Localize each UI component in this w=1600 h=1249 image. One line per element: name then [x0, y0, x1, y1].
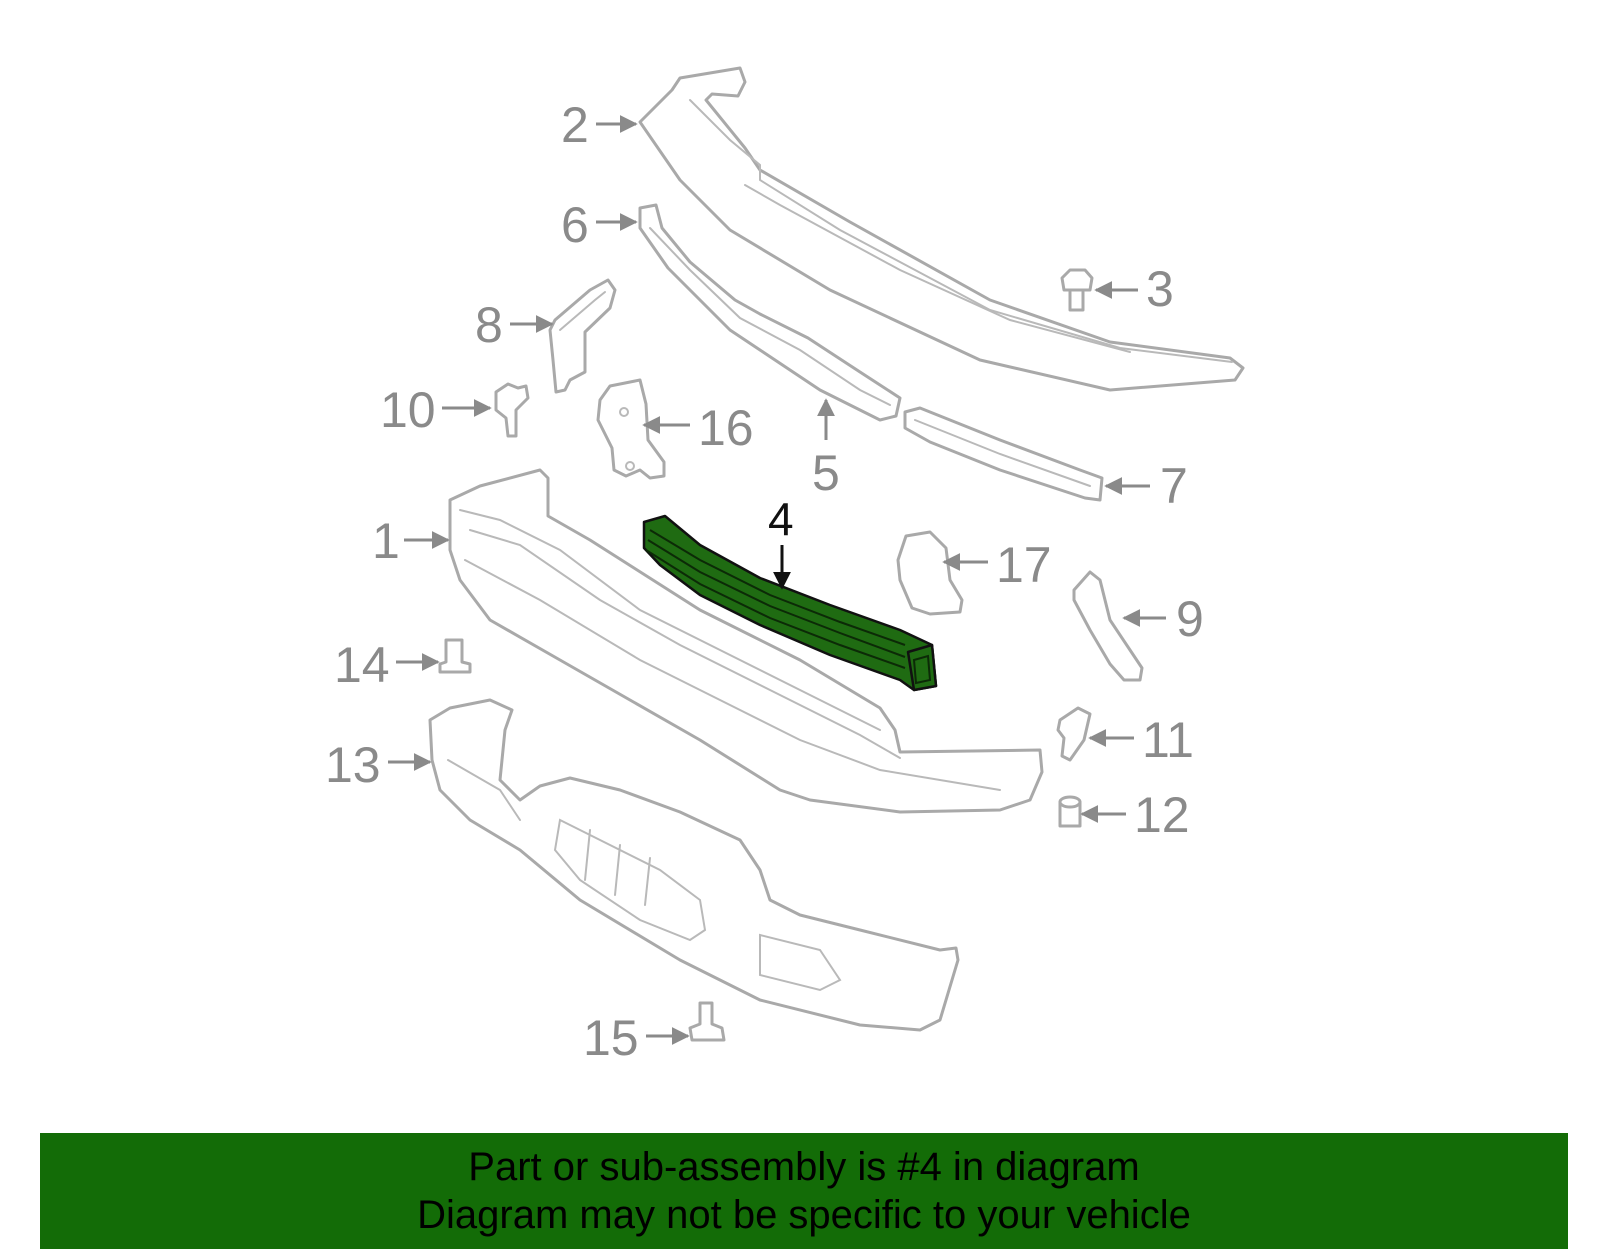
- callout-13: 13: [325, 737, 381, 793]
- part-2-upper-cover: [638, 66, 1245, 392]
- callout-1: 1: [372, 513, 400, 569]
- part-8-bracket: [548, 278, 617, 394]
- callout-2: 2: [561, 97, 589, 153]
- callout-11: 11: [1142, 712, 1194, 768]
- part-5-6-7-grille-reinforcement: [638, 203, 1104, 502]
- callout-5: 5: [812, 445, 840, 501]
- part-12-nut: [1058, 795, 1082, 828]
- part-17-bracket: [896, 530, 964, 616]
- part-14-bolt: [438, 638, 472, 674]
- callout-7: 7: [1160, 458, 1188, 514]
- part-13-valance: [428, 698, 960, 1032]
- callout-12: 12: [1134, 787, 1190, 843]
- banner-line-disclaimer: Diagram may not be specific to your vehi…: [417, 1193, 1191, 1237]
- callouts: 2 6 3 8 10 16 5 7 1 4 17 9 14 11 13 12 1: [325, 97, 1204, 1066]
- part-1-bumper: [448, 468, 1044, 814]
- callout-9: 9: [1176, 591, 1204, 647]
- parts-diagram: 2 6 3 8 10 16 5 7 1 4 17 9 14 11 13 12 1: [325, 66, 1245, 1066]
- callout-15: 15: [583, 1010, 639, 1066]
- callout-4: 4: [768, 493, 794, 545]
- info-banner: Part or sub-assembly is #4 in diagram Di…: [40, 1133, 1568, 1249]
- part-4-energy-absorber: [642, 514, 938, 692]
- part-10-clip: [494, 382, 530, 438]
- part-16-bracket: [596, 378, 666, 480]
- part-9-bracket: [1072, 570, 1144, 682]
- callout-10: 10: [380, 382, 436, 438]
- part-15-bolt: [688, 1001, 726, 1042]
- callout-6: 6: [561, 197, 589, 253]
- banner-line-part: Part or sub-assembly is #4 in diagram: [468, 1145, 1140, 1189]
- callout-8: 8: [475, 297, 503, 353]
- callout-16: 16: [698, 400, 754, 456]
- callout-14: 14: [334, 637, 390, 693]
- callout-17: 17: [996, 537, 1052, 593]
- callout-3: 3: [1146, 261, 1174, 317]
- part-11-clip: [1056, 706, 1092, 762]
- part-3-bolt: [1060, 268, 1094, 312]
